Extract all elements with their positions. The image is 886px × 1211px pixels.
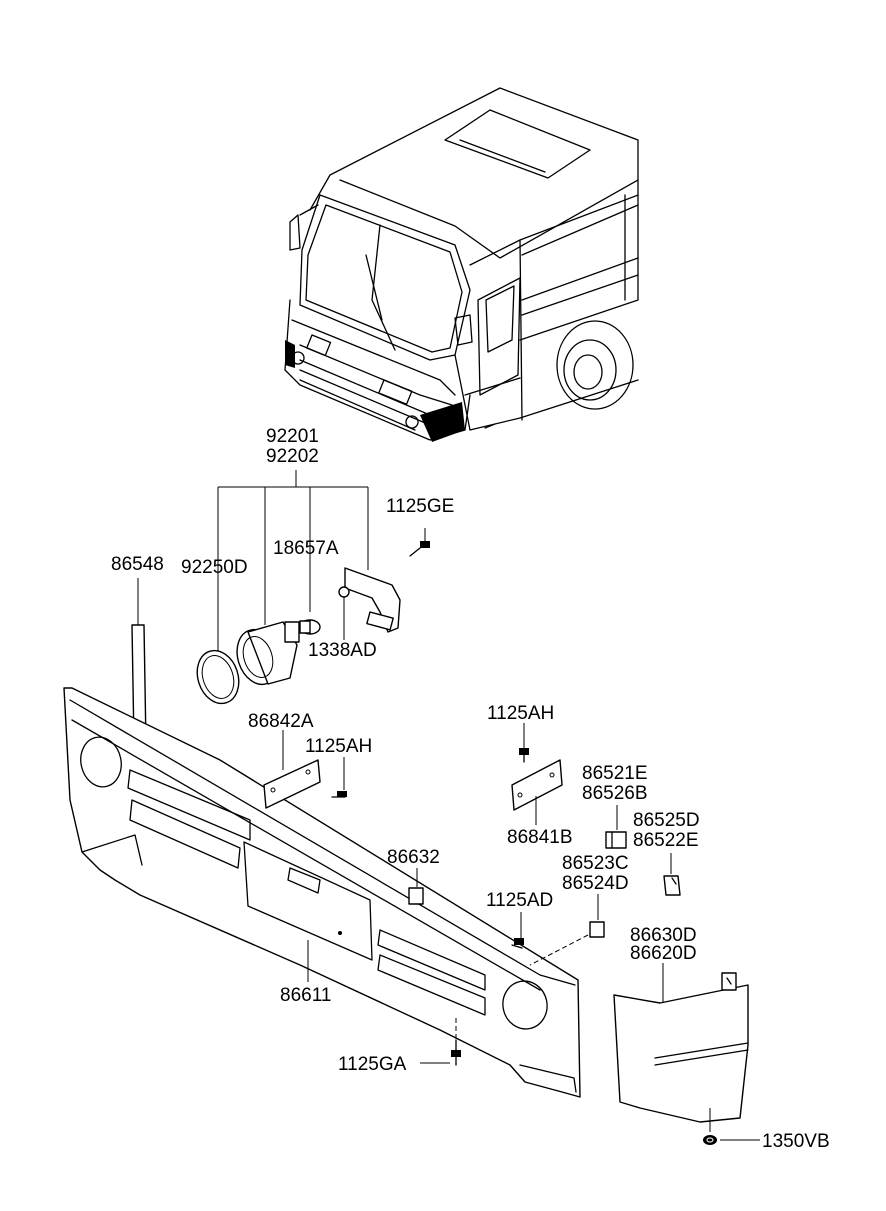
- bus-illustration: [284, 87, 639, 442]
- label-1338AD: 1338AD: [308, 640, 377, 661]
- label-86620D: 86620D: [630, 943, 697, 964]
- label-86611: 86611: [280, 985, 331, 1006]
- clips: [408, 805, 681, 1066]
- label-86521E: 86521E: [582, 763, 648, 784]
- label-92202: 92202: [266, 446, 319, 467]
- plate-bracket-86841B: [511, 723, 563, 825]
- label-86548: 86548: [111, 554, 164, 575]
- label-92250D: 92250D: [181, 557, 248, 578]
- label-86526B: 86526B: [582, 783, 648, 804]
- label-86632: 86632: [387, 847, 440, 868]
- label-86522E: 86522E: [633, 830, 699, 851]
- label-1350VB: 1350VB: [762, 1131, 830, 1152]
- part-labels: 92201 92202 1125GE 86548 92250D 18657A 1…: [111, 426, 830, 1152]
- fog-lamp-assembly: [196, 470, 430, 705]
- bumper-corner: [613, 963, 760, 1145]
- label-1125AD: 1125AD: [486, 890, 553, 911]
- label-1125GA: 1125GA: [338, 1054, 407, 1075]
- label-86630D: 86630D: [630, 925, 697, 946]
- front-bumper: [63, 687, 581, 1098]
- label-86523C: 86523C: [562, 853, 629, 874]
- label-92201: 92201: [266, 426, 319, 447]
- label-1125AH-right: 1125AH: [487, 703, 554, 724]
- label-1125GE: 1125GE: [386, 496, 454, 517]
- label-18657A: 18657A: [273, 538, 339, 559]
- label-86841B: 86841B: [507, 827, 573, 848]
- label-86525D: 86525D: [633, 810, 700, 831]
- label-86842A: 86842A: [248, 711, 314, 732]
- plate-bracket-86842A: [263, 730, 347, 809]
- label-86524D: 86524D: [562, 873, 629, 894]
- label-1125AH-left: 1125AH: [305, 736, 372, 757]
